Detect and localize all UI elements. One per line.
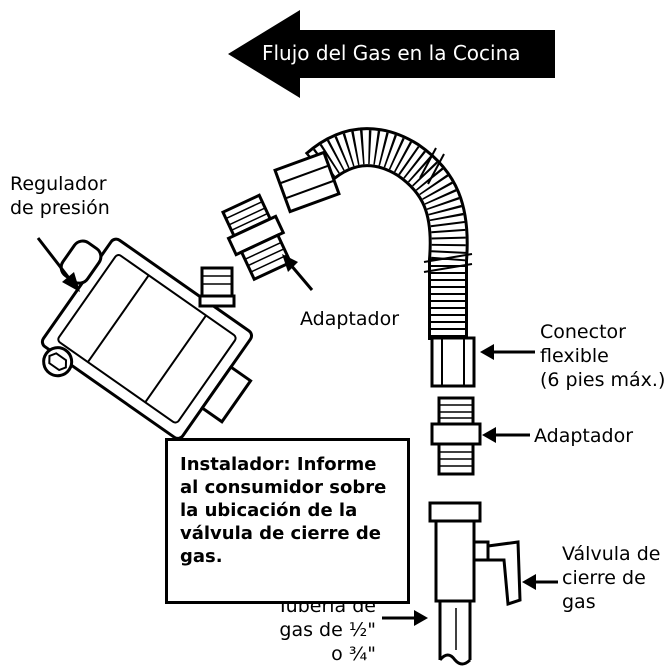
valve-label-line-1: Válvula de [562, 543, 661, 565]
connector-label-line-3: (6 pies máx.) [540, 369, 664, 391]
connector-pointer [480, 344, 535, 360]
adapter-bottom-label: Adaptador [534, 425, 634, 447]
installer-note: Instalador: Informe al consumidor sobre … [165, 438, 410, 604]
gas-pipe [438, 601, 472, 666]
pressure-regulator [40, 237, 254, 440]
pipe-label-line-3: o ¾" [331, 643, 376, 665]
regulator-label: Regulador de presión [10, 172, 110, 220]
regulator-label-line-1: Regulador [10, 173, 107, 195]
connector-label: Conector flexible (6 pies máx.) [540, 320, 664, 392]
installer-note-line-1: Instalador: Informe [180, 454, 377, 475]
hose-bottom-nut [430, 336, 476, 388]
adapter-bottom [430, 396, 482, 476]
regulator-pointer [36, 237, 80, 292]
valve-label-line-3: gas [562, 591, 596, 613]
installer-note-line-4: válvula de cierre de [180, 523, 381, 544]
regulator-fitting [198, 266, 236, 308]
hose-top-nut [273, 150, 341, 214]
pipe-pointer [382, 610, 428, 626]
flow-arrow [228, 10, 555, 98]
regulator-label-line-2: de presión [10, 197, 110, 219]
installer-note-line-2: al consumidor sobre [180, 477, 387, 498]
installer-note-line-3: la ubicación de la [180, 500, 358, 521]
connector-label-line-1: Conector [540, 321, 626, 343]
valve-pointer [522, 574, 558, 590]
adapter-top-pointer [282, 254, 314, 291]
adapter-bottom-pointer [482, 427, 530, 443]
pipe-label: Tubería de gas de ½" o ¾" [236, 594, 376, 666]
pipe-label-line-2: gas de ½" [279, 619, 376, 641]
adapter-top [220, 193, 293, 282]
installer-note-line-5: gas. [180, 546, 223, 567]
flow-arrow-label: Flujo del Gas en la Cocina [262, 41, 521, 65]
connector-label-line-2: flexible [540, 345, 609, 367]
shutoff-valve [428, 501, 522, 607]
installer-note-text: Instalador: Informe al consumidor sobre … [180, 453, 393, 568]
adapter-top-label: Adaptador [300, 308, 400, 330]
valve-label: Válvula de cierre de gas [562, 542, 660, 614]
valve-label-line-2: cierre de [562, 567, 646, 589]
flexible-hose [304, 127, 473, 340]
